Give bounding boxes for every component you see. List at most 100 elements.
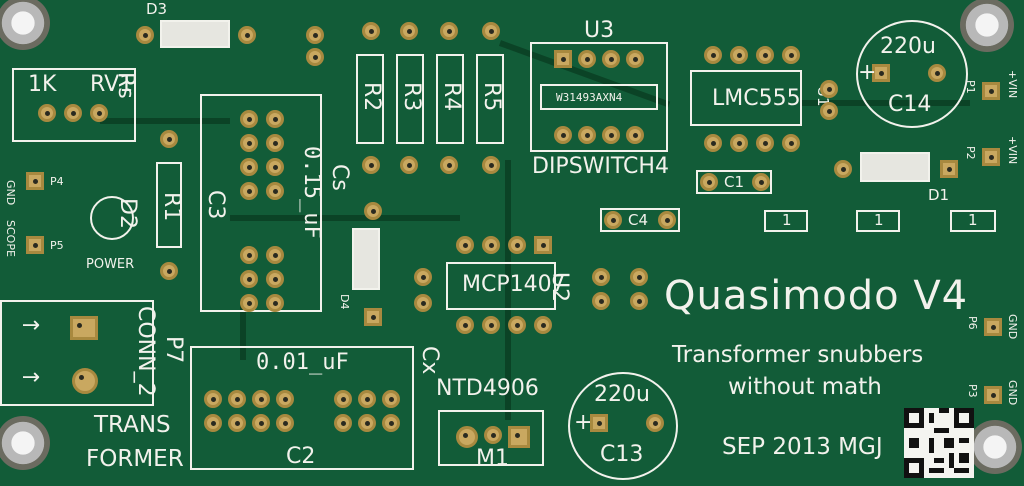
pad xyxy=(456,236,474,254)
pad xyxy=(646,414,664,432)
pad xyxy=(160,262,178,280)
trace xyxy=(100,118,230,124)
p7-label: P7 xyxy=(161,336,186,364)
pad xyxy=(276,414,294,432)
pad xyxy=(400,156,418,174)
pad xyxy=(592,268,610,286)
c2-label: C2 xyxy=(286,444,316,469)
r3-label: R3 xyxy=(399,82,424,112)
board-date: SEP 2013 MGJ xyxy=(722,434,883,460)
pad xyxy=(592,292,610,310)
pad xyxy=(756,46,774,64)
pad xyxy=(658,211,676,229)
rv1-outline xyxy=(12,68,136,142)
pad xyxy=(834,160,852,178)
rv1-label: RV1 xyxy=(90,72,134,97)
pad xyxy=(228,390,246,408)
pad xyxy=(414,294,432,312)
c3-label: C3 xyxy=(203,190,228,220)
pad xyxy=(240,110,258,128)
one-label: 1 xyxy=(874,211,884,229)
dipswitch-label: DIPSWITCH4 xyxy=(532,154,669,179)
pad xyxy=(440,22,458,40)
r1-body xyxy=(156,162,182,248)
r2-label: R2 xyxy=(359,82,384,112)
pad xyxy=(364,308,382,326)
p6-pad xyxy=(984,318,1002,336)
pad xyxy=(240,246,258,264)
pad xyxy=(382,414,400,432)
cs-label: Cs xyxy=(327,164,352,191)
pad xyxy=(456,426,478,448)
pad xyxy=(266,294,284,312)
pad xyxy=(240,270,258,288)
r5-body xyxy=(476,54,504,144)
d2-ring xyxy=(90,196,134,240)
p5-pad xyxy=(26,236,44,254)
power-label: POWER xyxy=(86,257,135,272)
lmc555-outline xyxy=(690,70,802,126)
d2-label: D2 xyxy=(115,198,140,229)
pad xyxy=(630,268,648,286)
c4-outline xyxy=(600,208,680,232)
pad xyxy=(160,130,178,148)
p1-label: P1 xyxy=(964,80,977,94)
pad xyxy=(756,134,774,152)
c13-plus: + xyxy=(574,410,593,435)
pad xyxy=(334,390,352,408)
qr-code-icon xyxy=(904,408,974,478)
pad xyxy=(482,316,500,334)
pad xyxy=(508,236,526,254)
p7-outline xyxy=(0,300,154,406)
pad xyxy=(64,104,82,122)
d4-body xyxy=(352,228,380,290)
pad-frame xyxy=(856,210,900,232)
pad xyxy=(306,48,324,66)
pad xyxy=(240,134,258,152)
board-title: Quasimodo V4 xyxy=(664,273,969,319)
u3-outline xyxy=(530,42,668,152)
c13-label: C13 xyxy=(600,442,644,467)
d1-label: D1 xyxy=(928,186,950,204)
vin2-label: +VIN xyxy=(1006,136,1019,165)
one-label: 1 xyxy=(968,211,978,229)
pad xyxy=(266,110,284,128)
c4-label: C4 xyxy=(628,211,649,229)
pad xyxy=(820,80,838,98)
c13-value: 220u xyxy=(594,382,650,407)
c1-outline xyxy=(696,170,772,194)
pad xyxy=(228,414,246,432)
pad xyxy=(364,202,382,220)
pad xyxy=(70,316,98,340)
trace xyxy=(230,215,460,221)
r4-body xyxy=(436,54,464,144)
u2-label: U2 xyxy=(547,272,572,303)
vin1-label: +VIN xyxy=(1006,70,1019,99)
d3-body xyxy=(160,20,230,48)
pad xyxy=(534,316,552,334)
r2-body xyxy=(356,54,384,144)
p6-label: P6 xyxy=(966,316,979,330)
conn-label: CONN_2 xyxy=(133,306,158,397)
p4-pad xyxy=(26,172,44,190)
scope-label: SCOPE xyxy=(4,220,17,257)
trace xyxy=(240,300,246,360)
board-subtitle-1: Transformer snubbers xyxy=(672,342,924,368)
pad xyxy=(626,50,644,68)
c13-outline xyxy=(568,372,678,480)
c3-outline xyxy=(200,94,322,312)
pad xyxy=(358,414,376,432)
c14-outline xyxy=(856,20,968,128)
r5-label: R5 xyxy=(479,82,504,112)
pad-frame xyxy=(950,210,996,232)
pad xyxy=(358,390,376,408)
p5-label: P5 xyxy=(50,239,64,252)
pad xyxy=(240,182,258,200)
pad xyxy=(730,46,748,64)
pad xyxy=(730,134,748,152)
pad xyxy=(72,368,98,394)
c14-label: C14 xyxy=(888,92,932,117)
pad xyxy=(508,426,530,448)
pad xyxy=(38,104,56,122)
